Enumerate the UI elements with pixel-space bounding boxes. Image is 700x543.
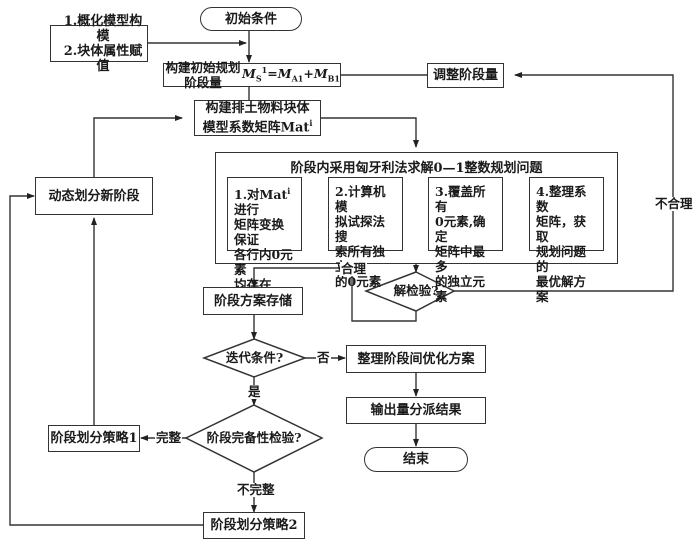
inputs-line2: 2.块体属性赋值	[63, 43, 143, 74]
adjust-stage-label: 调整阶段量	[432, 68, 498, 83]
edge-strategy2-loop	[9, 193, 203, 526]
end-label: 结束	[402, 452, 429, 467]
dynamic-stage-box: 动态划分新阶段	[35, 177, 153, 215]
strategy1-label: 阶段划分策略1	[50, 431, 138, 446]
step-4-box: 4.整理系数 矩阵，获取 规划问题的 最优解方案	[529, 177, 604, 304]
iteration-diamond	[201, 338, 308, 378]
strategy1-box: 阶段划分策略1	[48, 425, 140, 452]
strategy2-label: 阶段划分策略2	[210, 518, 298, 533]
label-complete: 完整	[155, 430, 183, 445]
label-reasonable: 合理	[340, 261, 368, 276]
build-matrix-line1: 构建排土物料块体	[205, 100, 310, 116]
output-label: 输出量分派结果	[370, 403, 462, 418]
step-2-box: 2.计算机模 拟试探法搜 索所有独立 的0元素	[328, 177, 403, 289]
build-matrix-box: 构建排土物料块体 模型系数矩阵Mati	[194, 100, 321, 136]
edge-reasonable	[251, 267, 417, 322]
inputs-line1: 1.概化模型构模	[63, 13, 143, 44]
inputs-box: 1.概化模型构模 2.块体属性赋值	[50, 14, 148, 74]
organize-inter-stage-box: 整理阶段间优化方案	[346, 345, 486, 373]
completeness-diamond	[184, 404, 324, 473]
step-1-box: 1.对Mati进行 矩阵变换保证 各行内0元素 均存在	[227, 177, 302, 292]
hungarian-title: 阶段内采用匈牙利法求解0—1整数规划问题	[290, 161, 543, 176]
start-label: 初始条件	[224, 11, 277, 27]
edge-dynamic-to-matrix	[93, 115, 183, 182]
build-initial-label: 构建初始规划阶段量	[165, 60, 241, 90]
label-unreasonable: 不合理	[654, 196, 694, 211]
adjust-stage-box: 调整阶段量	[427, 63, 504, 88]
step-3-box: 3.覆盖所有 0元素,确定 矩阵中最多 的独立元素	[428, 177, 503, 304]
build-initial-stage-box: 构建初始规划阶段量 MS1=MA1+MB1	[163, 60, 341, 90]
dynamic-stage-label: 动态划分新阶段	[48, 188, 140, 204]
stage-store-box: 阶段方案存储	[203, 287, 303, 315]
solution-check-label: 解检验?	[393, 283, 439, 298]
build-matrix-line2: 模型系数矩阵Mati	[202, 117, 313, 136]
label-yes: 是	[247, 384, 262, 399]
edge-matrix-to-hungarian	[320, 117, 419, 148]
completeness-label: 阶段完备性检验?	[206, 430, 302, 445]
strategy2-box: 阶段划分策略2	[203, 512, 305, 539]
organize-label: 整理阶段间优化方案	[357, 351, 475, 367]
output-result-box: 输出量分派结果	[346, 397, 486, 424]
iteration-label: 迭代条件?	[225, 350, 284, 365]
solution-check-diamond	[363, 271, 456, 312]
formula: MS1=MA1+MB1	[242, 65, 340, 84]
edge-unreasonable-loop	[454, 72, 674, 292]
label-no: 否	[316, 350, 331, 365]
stage-store-label: 阶段方案存储	[213, 293, 292, 309]
start-node: 初始条件	[200, 7, 302, 31]
label-incomplete: 不完整	[236, 482, 276, 497]
end-node: 结束	[364, 447, 468, 472]
